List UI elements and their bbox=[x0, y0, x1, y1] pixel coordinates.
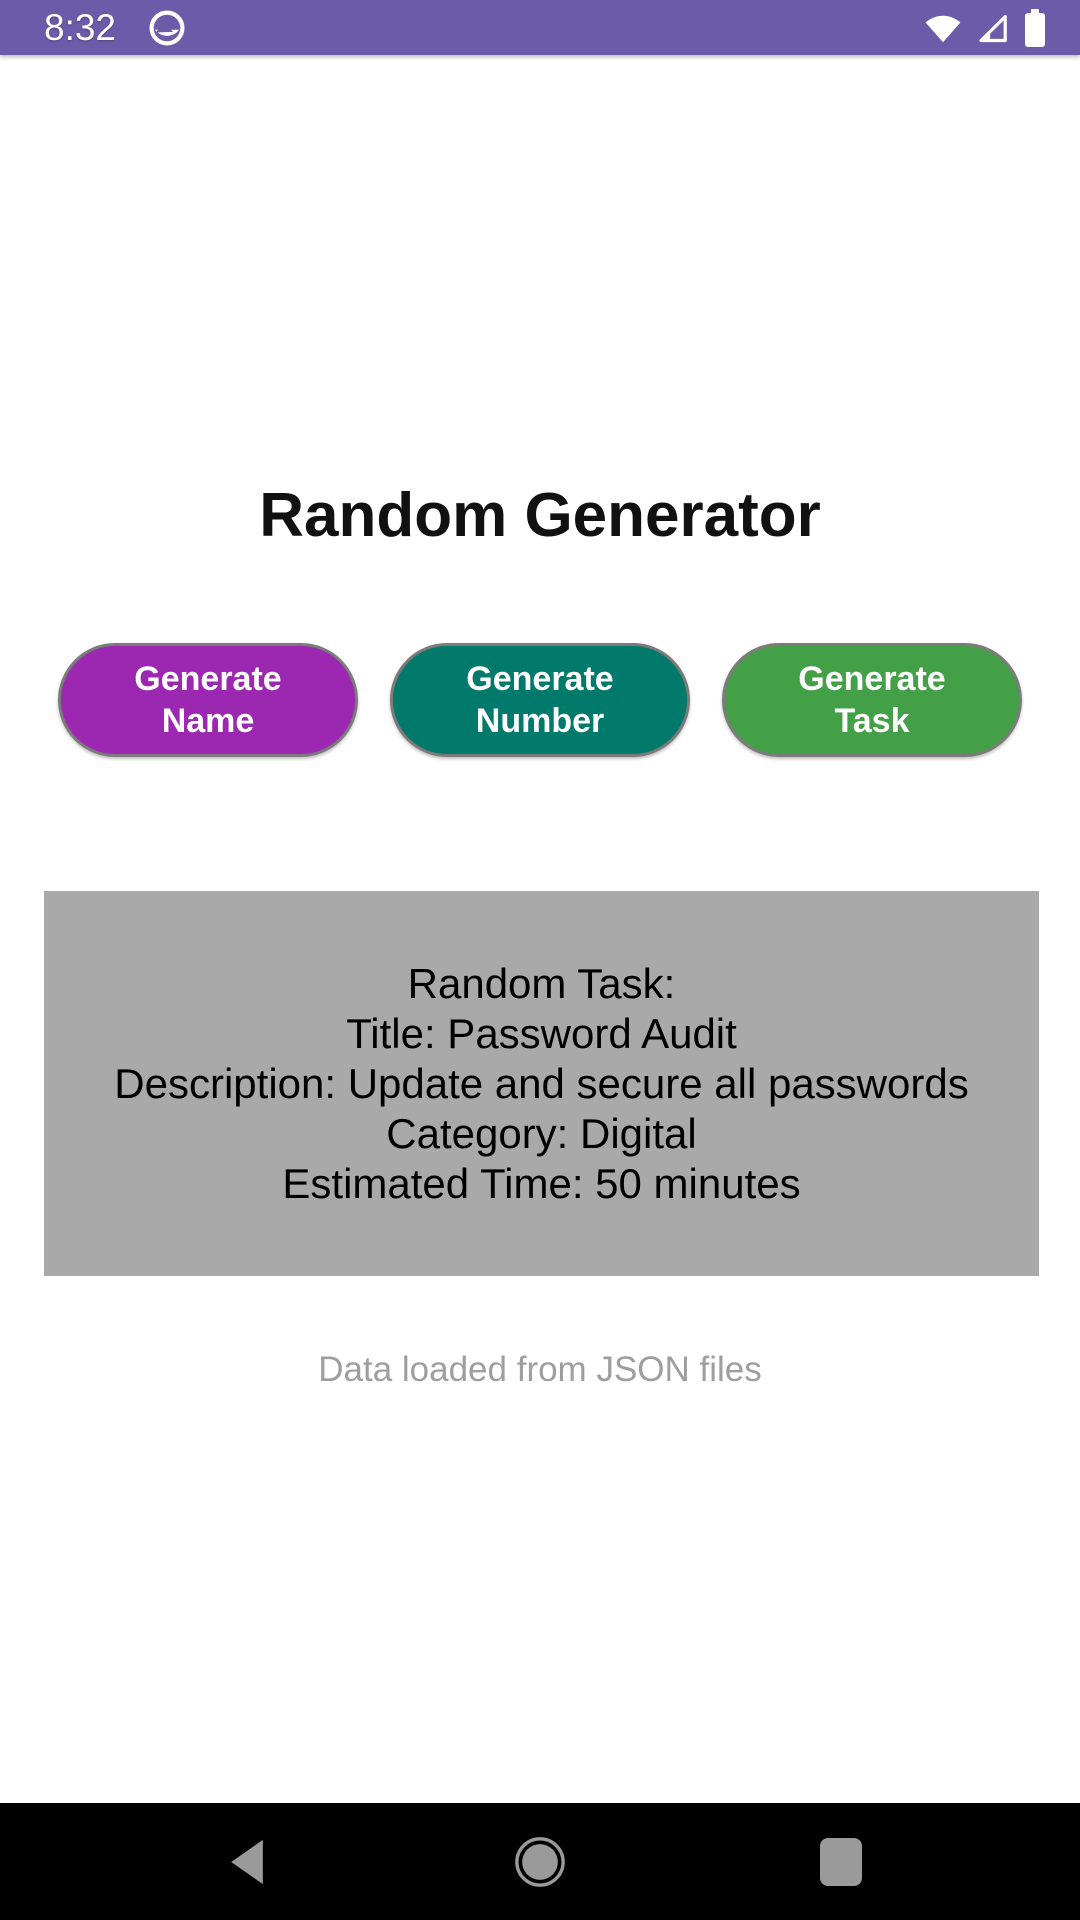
result-box: Random Task: Title: Password Audit Descr… bbox=[44, 891, 1039, 1276]
result-line-description: Description: Update and secure all passw… bbox=[114, 1059, 969, 1107]
recents-icon bbox=[820, 1837, 862, 1886]
status-icons bbox=[924, 8, 1046, 47]
status-time: 8:32 bbox=[44, 7, 117, 48]
result-line-category: Category: Digital bbox=[386, 1109, 697, 1157]
result-line-estimated-time: Estimated Time: 50 minutes bbox=[282, 1159, 801, 1207]
page-title: Random Generator bbox=[259, 481, 821, 550]
cellular-signal-icon bbox=[979, 14, 1007, 42]
footer-note: Data loaded from JSON files bbox=[318, 1350, 762, 1389]
back-icon bbox=[231, 1839, 263, 1884]
android-nav-bar bbox=[0, 1803, 1080, 1920]
result-text: Random Task: Title: Password Audit Descr… bbox=[44, 959, 1039, 1209]
app-notification-icon bbox=[149, 9, 185, 46]
result-line-title: Title: Password Audit bbox=[346, 1009, 737, 1057]
generate-number-button[interactable]: Generate Number bbox=[390, 643, 690, 757]
generate-name-button[interactable]: Generate Name bbox=[58, 643, 358, 757]
recents-button[interactable] bbox=[820, 1837, 862, 1886]
wifi-icon bbox=[925, 15, 961, 42]
button-row: Generate Name Generate Number Generate T… bbox=[58, 643, 1022, 757]
back-button[interactable] bbox=[228, 1838, 266, 1886]
generate-task-button[interactable]: Generate Task bbox=[722, 643, 1022, 757]
status-bar: 8:32 bbox=[0, 0, 1080, 55]
home-icon bbox=[515, 1836, 565, 1887]
home-button[interactable] bbox=[513, 1835, 567, 1889]
battery-icon bbox=[1025, 8, 1045, 47]
result-line-heading: Random Task: bbox=[407, 959, 676, 1007]
